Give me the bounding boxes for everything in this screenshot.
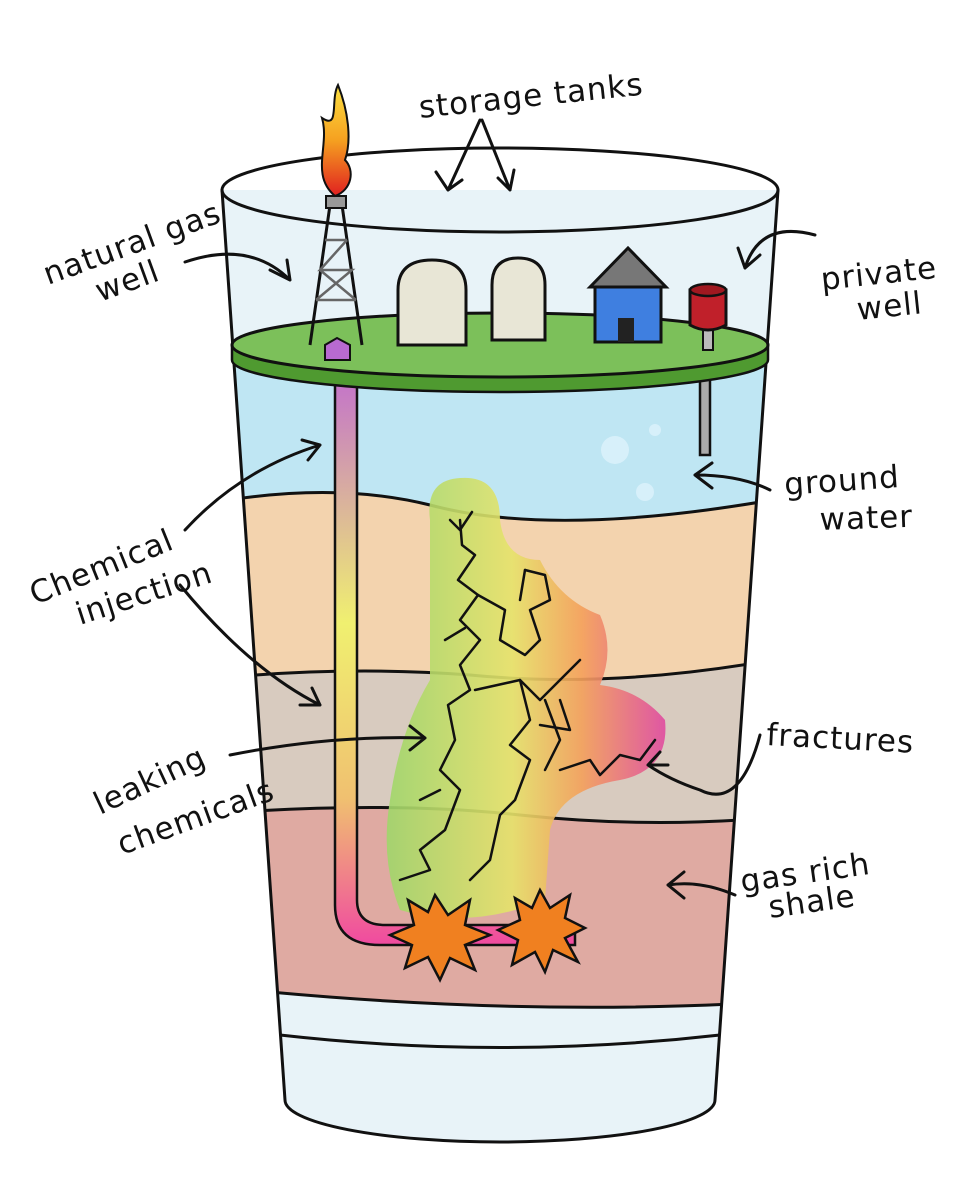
annotation-arrows (178, 118, 817, 900)
injection-pipe (333, 358, 577, 947)
glass-outline (220, 188, 780, 1144)
label-ground-water-line1: ground (783, 459, 901, 503)
storage-tank (396, 258, 468, 347)
flame-icon (320, 82, 352, 198)
private-well-icon (688, 282, 728, 351)
label-fractures: fractures (766, 717, 915, 761)
leaking-chemicals-plume (386, 477, 666, 918)
explosion-icon (386, 892, 494, 983)
fractures (398, 510, 657, 882)
label-storage-tanks: storage tanks (417, 67, 645, 126)
explosion-icon (495, 887, 588, 976)
natural-gas-well-derrick (308, 82, 364, 361)
house-icon (586, 245, 670, 344)
label-private-well-line2: well (855, 285, 924, 328)
storage-tank (490, 256, 547, 342)
glass-rim (220, 146, 780, 234)
label-ground-water-line2: water (819, 499, 914, 538)
